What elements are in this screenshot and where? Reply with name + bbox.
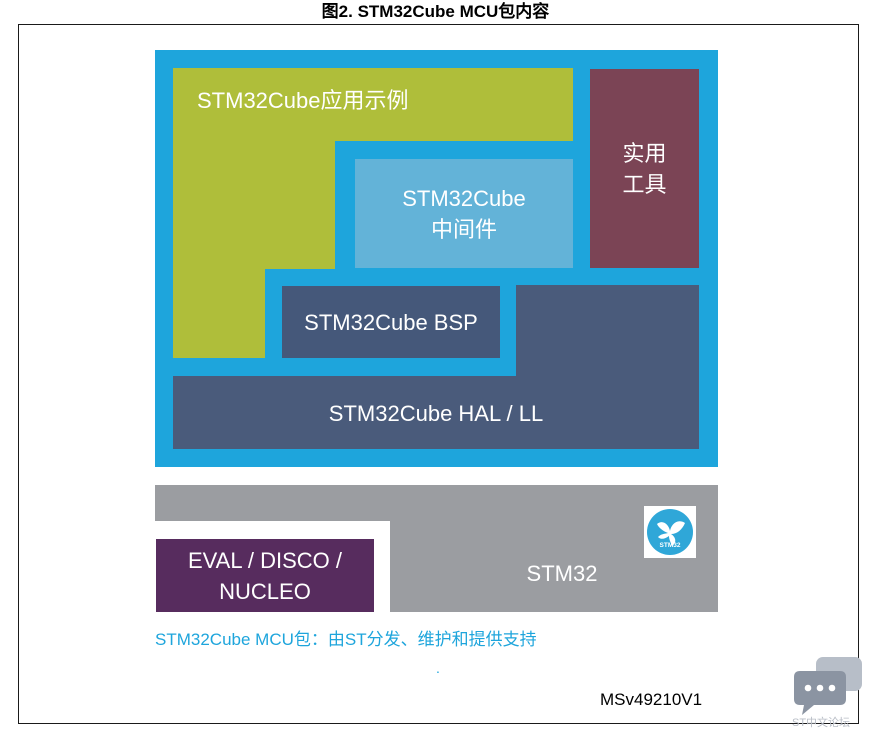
boards-block: EVAL / DISCO / NUCLEO — [156, 539, 374, 612]
examples-block-bottom — [173, 269, 265, 358]
watermark-text: ST中文论坛 — [792, 717, 851, 729]
st-butterfly-logo-icon: STM32 — [644, 506, 696, 558]
hal-ll-label: STM32Cube HAL / LL — [328, 401, 544, 426]
utilities-block: 实用 工具 — [590, 69, 699, 268]
chat-bubble-icon — [790, 655, 866, 735]
middleware-label-line1: STM32Cube — [402, 185, 526, 211]
bsp-block: STM32Cube BSP — [282, 286, 500, 358]
examples-label: STM32Cube应用示例 — [197, 88, 409, 113]
figure-frame — [18, 24, 859, 724]
bsp-label: STM32Cube BSP — [304, 309, 478, 335]
boards-label-line2: NUCLEO — [219, 578, 311, 604]
utilities-label-line1: 实用 — [622, 140, 667, 166]
version-code: MSv49210V1 — [600, 690, 703, 709]
middleware-block: STM32Cube 中间件 — [355, 159, 573, 268]
boards-label-line1: EVAL / DISCO / — [187, 547, 343, 573]
hal-ll-block: STM32Cube HAL / LL — [173, 376, 699, 449]
footnote: STM32Cube MCU包：由ST分发、维护和提供支持 — [155, 630, 537, 649]
figure-caption: 图2. STM32Cube MCU包内容 — [321, 2, 550, 21]
footnote-dot: . — [436, 660, 440, 676]
hal-ll-block-top — [516, 285, 699, 376]
stm32-label: STM32 — [526, 561, 598, 586]
examples-block: STM32Cube应用示例 — [173, 68, 573, 141]
middleware-label-line2: 中间件 — [430, 216, 497, 242]
stm32-hardware-block-top — [155, 485, 718, 521]
logo-text: STM32 — [660, 542, 681, 549]
examples-block-mid — [173, 141, 335, 269]
utilities-label-line2: 工具 — [622, 171, 667, 197]
